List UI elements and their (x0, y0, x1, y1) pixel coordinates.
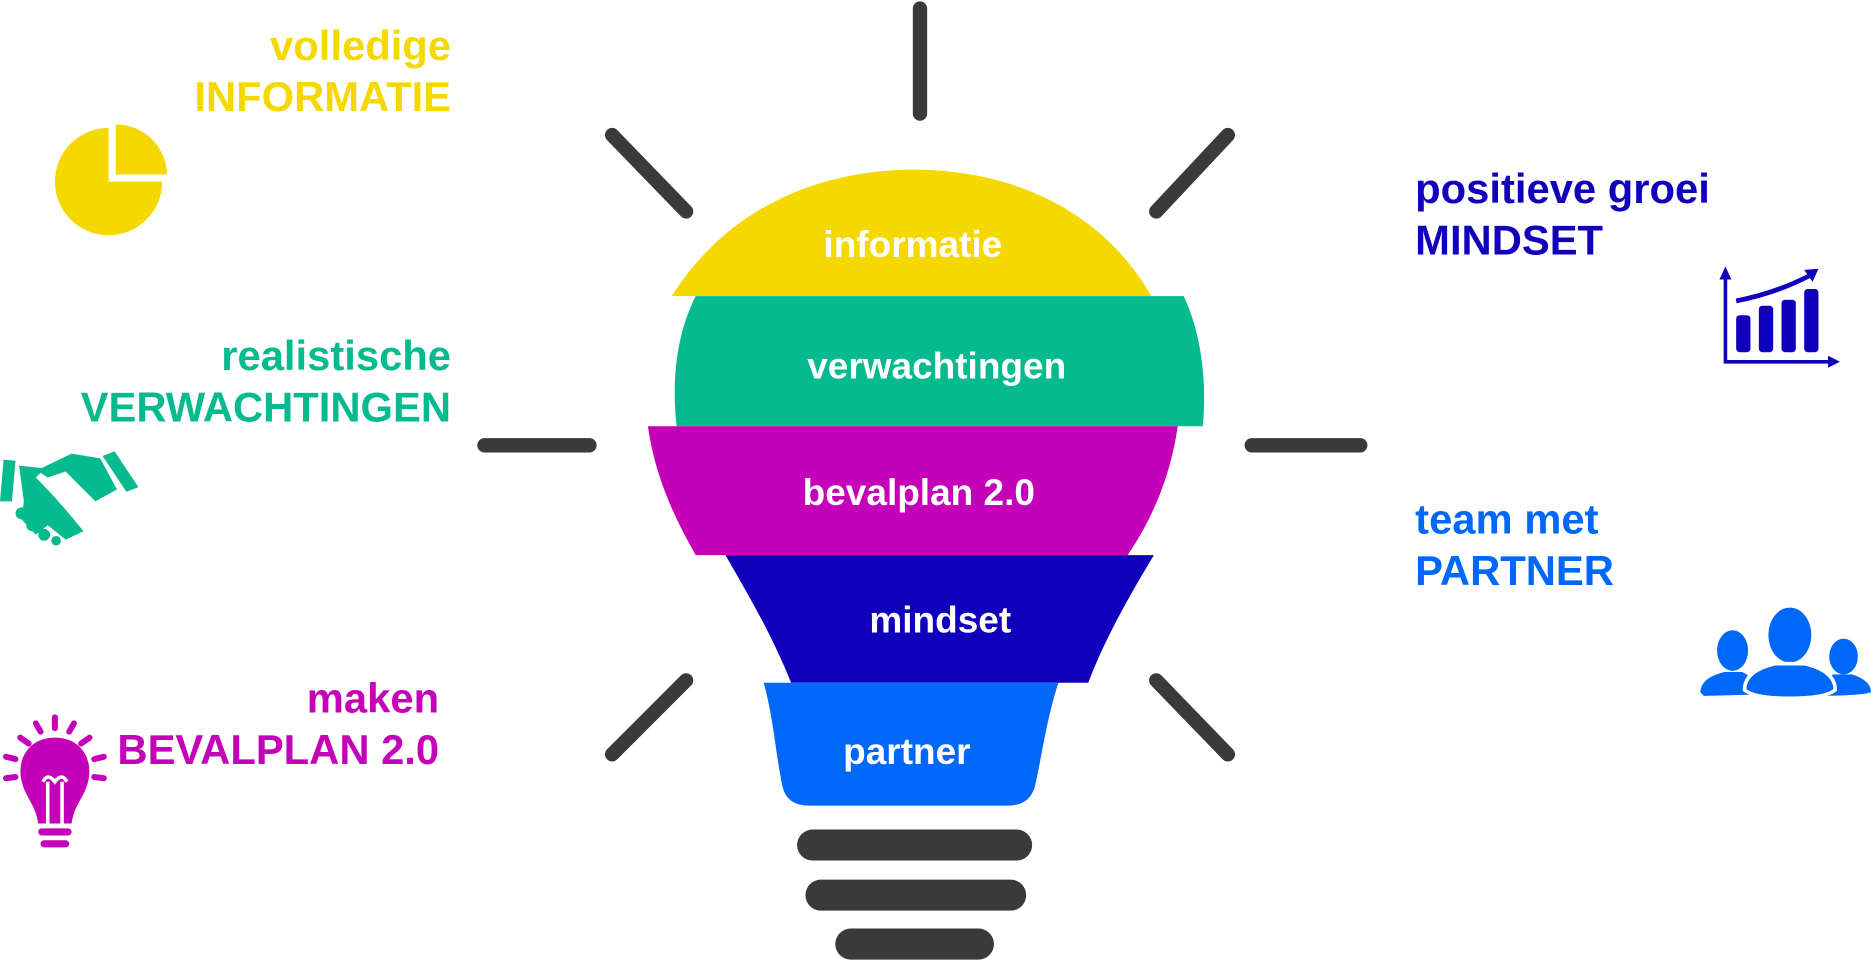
ray-bottom-left (604, 673, 694, 762)
layer-label-informatie: informatie (823, 224, 1002, 265)
left-3-line1: maken (307, 675, 439, 722)
layer-label-partner: partner (843, 731, 970, 772)
layer-partner (763, 682, 1059, 806)
ray-top-right (1149, 127, 1236, 219)
light-rays (477, 1, 1368, 762)
right-1-line1: positieve groei (1415, 165, 1710, 212)
left-3-line2: BEVALPLAN 2.0 (117, 726, 439, 773)
layer-label-verwachtingen: verwachtingen (807, 345, 1066, 386)
layer-label-bevalplan: bevalplan 2.0 (803, 472, 1035, 513)
right-1-line2: MINDSET (1415, 216, 1603, 263)
layer-label-mindset: mindset (869, 600, 1011, 641)
layer-bevalplan (647, 426, 1178, 556)
ray-top-left (604, 127, 694, 219)
layer-verwachtingen (674, 296, 1205, 427)
left-1-line2: INFORMATIE (194, 73, 451, 120)
bulb-base (797, 829, 1033, 960)
right-2-line2: PARTNER (1415, 547, 1614, 594)
left-1-line1: volledige (270, 22, 451, 69)
lightbulb-icon (2, 714, 107, 848)
growth-chart-icon (1719, 266, 1840, 368)
layer-mindset (725, 555, 1154, 683)
right-2-line1: team met (1415, 496, 1598, 543)
ray-bottom-right (1149, 673, 1236, 762)
people-icon (1700, 607, 1871, 701)
left-2-line2: VERWACHTINGEN (81, 383, 451, 430)
layer-informatie (671, 169, 1152, 297)
pie-chart-icon (54, 124, 168, 236)
left-2-line1: realistische (221, 332, 451, 379)
handshake-icon (0, 451, 139, 546)
